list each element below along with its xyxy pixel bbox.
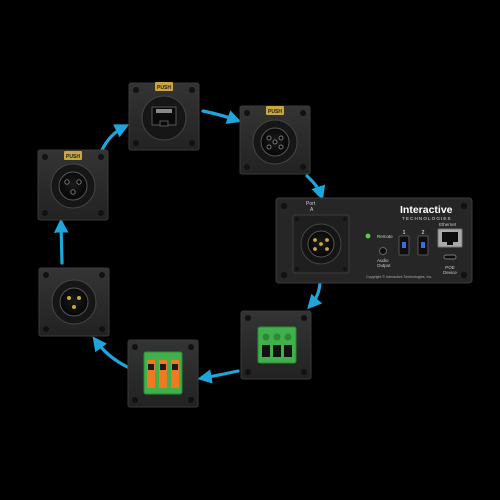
audio-jack-icon bbox=[379, 247, 387, 255]
xlr3-female-plate: PUSH bbox=[37, 149, 109, 221]
copyright-text: Copyright © Interactive Technologies, In… bbox=[366, 275, 432, 279]
dip-switch-2-knob bbox=[421, 242, 425, 248]
xlr-5pin-female-icon bbox=[260, 127, 290, 157]
port-label: Port bbox=[306, 201, 316, 207]
ethernet-label: Ethernet bbox=[439, 222, 457, 227]
xlr3-male-plate bbox=[38, 267, 110, 337]
flow-arrow-icon bbox=[197, 369, 240, 384]
dip-switch-2[interactable]: 2 bbox=[417, 230, 429, 256]
lever-terminal-block-icon bbox=[143, 351, 183, 395]
flow-arrow-icon bbox=[54, 218, 69, 265]
flow-arrow-icon bbox=[305, 174, 326, 201]
flow-arrow-icon bbox=[100, 124, 130, 152]
flow-arrow-icon bbox=[201, 109, 242, 124]
usbc-port-icon[interactable] bbox=[443, 254, 457, 260]
lever-terminal-plate bbox=[127, 339, 199, 408]
flow-arrow-icon bbox=[307, 281, 323, 310]
rj45-ethernet-port-icon[interactable] bbox=[437, 228, 463, 248]
interface-panel: Interactive TECHNOLOGIES Port A Remote A bbox=[275, 197, 473, 284]
phoenix-terminal-block-icon bbox=[257, 326, 297, 364]
led-indicator-icon bbox=[365, 233, 371, 239]
xlr5-female-plate: PUSH bbox=[239, 105, 311, 175]
port-letter: A bbox=[310, 207, 314, 213]
audio-label-1: Audio bbox=[377, 258, 389, 263]
push-badge: PUSH bbox=[268, 109, 282, 115]
dip-switch-1-knob bbox=[402, 242, 406, 248]
dip-switch-1-label: 1 bbox=[403, 230, 406, 236]
xlr-3pin-female-icon bbox=[58, 171, 88, 201]
brand-subtitle: TECHNOLOGIES bbox=[402, 216, 452, 221]
xlr-3pin-male-icon bbox=[59, 287, 89, 317]
poe-label-2: Device bbox=[443, 270, 457, 275]
dip-switch-1[interactable]: 1 bbox=[398, 230, 410, 256]
xlr-5pin-male-icon bbox=[307, 230, 335, 258]
panel-xlr-port bbox=[292, 214, 350, 274]
poe-label-1: POE bbox=[445, 265, 455, 270]
phoenix-terminal-plate bbox=[240, 310, 312, 380]
ethercon-rj45-connector-icon bbox=[151, 106, 177, 127]
push-badge: PUSH bbox=[157, 85, 171, 91]
remote-label: Remote bbox=[377, 234, 393, 239]
audio-label-2: Output bbox=[377, 263, 391, 268]
brand-name: Interactive bbox=[400, 204, 453, 216]
push-badge: PUSH bbox=[66, 154, 80, 160]
ethercon-plate: PUSH bbox=[128, 82, 200, 151]
dip-switch-2-label: 2 bbox=[422, 230, 425, 236]
